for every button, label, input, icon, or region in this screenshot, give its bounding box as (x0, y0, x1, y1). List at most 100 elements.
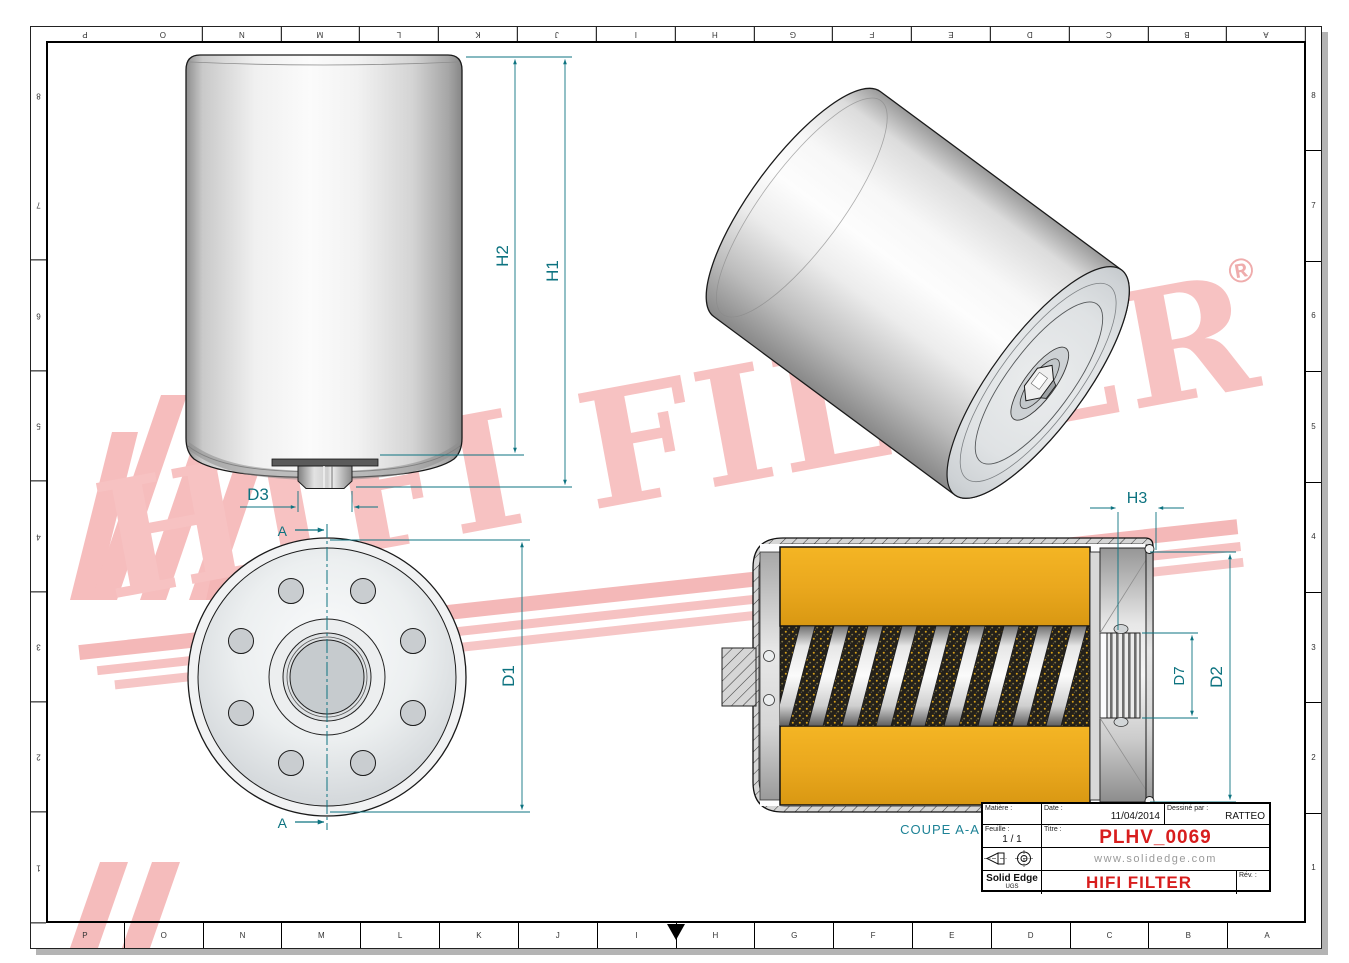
cell-website: www.solidedge.com (1042, 848, 1269, 871)
grid-ref-cell: 3 (1306, 591, 1321, 702)
cell-matiere: Matière : (983, 804, 1042, 825)
website-text: www.solidedge.com (1094, 853, 1217, 865)
front-view-dimensions (240, 56, 572, 512)
cell-rev: Rév. : (1237, 871, 1269, 894)
grid-ref-cell: C (1069, 923, 1149, 948)
feuille-label: Feuille : (985, 826, 1010, 833)
grid-ref-cell: L (360, 27, 440, 41)
grid-ref-cell: O (123, 923, 203, 948)
matiere-label: Matière : (985, 805, 1013, 812)
grid-ref-cell: N (202, 27, 282, 41)
grid-ref-cell: 8 (1311, 90, 1316, 100)
cell-date: Date : 11/04/2014 (1042, 804, 1165, 825)
grid-ref-cell: 1 (31, 812, 46, 923)
cell-dessine: Dessiné par : RATTEO (1165, 804, 1269, 825)
dim-label-D7: D7 (1171, 666, 1188, 685)
dim-label-D3: D3 (247, 485, 269, 504)
filter-media-top (779, 546, 1091, 627)
grid-ref-cell: 2 (31, 702, 46, 813)
date-label: Date : (1044, 805, 1063, 812)
section-view (721, 537, 1155, 813)
grid-ref-cell: P (82, 930, 88, 940)
cell-feuille: Feuille : 1 / 1 (983, 825, 1042, 848)
grid-ref-cell: 5 (31, 371, 46, 482)
dim-label-H1: H1 (543, 260, 562, 282)
watermark-registered: ® (1225, 250, 1256, 292)
grid-ref-cell: F (833, 27, 912, 41)
bottom-view-dimensions (295, 524, 530, 830)
grid-ref-cell: 7 (31, 150, 46, 261)
cell-company: HIFI FILTER (1042, 871, 1237, 894)
section-title: COUPE A-A (900, 822, 980, 837)
grid-ref-cell: M (281, 27, 361, 41)
titre-value: PLHV_0069 (1099, 827, 1212, 848)
iso-hex-nut (1023, 364, 1057, 402)
filter-media-bottom (779, 725, 1091, 806)
cell-solid-edge: Solid Edge UGS (983, 871, 1042, 894)
thread-boss-section (1106, 632, 1141, 719)
dessine-label: Dessiné par : (1167, 805, 1209, 812)
grid-ref-cell: M (281, 923, 360, 948)
grid-ref-cell: D (990, 923, 1070, 948)
element-end-plate (759, 551, 781, 801)
bottom-view (187, 537, 467, 817)
grid-ref-cell: 3 (31, 591, 46, 703)
grid-ref-cell: H (675, 923, 755, 948)
cell-titre: Titre : PLHV_0069 (1042, 825, 1269, 848)
grid-ref-cell: B (1148, 27, 1228, 41)
grid-ref-cell: 5 (1306, 371, 1321, 481)
grid-ref-cell: D (990, 27, 1070, 41)
center-mark-triangle (667, 924, 685, 940)
grid-ref-cell: G (754, 27, 834, 41)
dim-label-H3: H3 (1127, 490, 1148, 507)
grid-ref-cell: 4 (31, 481, 46, 592)
grid-ref-cell: K (439, 923, 518, 948)
grid-ref-cell: L (360, 923, 439, 948)
solid-edge-logo: Solid Edge UGS (983, 873, 1041, 891)
grid-ref-cell: J (517, 27, 597, 41)
grid-ref-cell: E (911, 27, 991, 41)
projection-symbol-icon (984, 850, 1033, 867)
grid-ref-cell: G (754, 923, 833, 948)
inlet-nub-section (721, 647, 757, 707)
rev-label: Rév. : (1239, 872, 1257, 879)
dim-label-D2: D2 (1207, 666, 1226, 688)
title-block: Matière : Date : 11/04/2014 Dessiné par … (981, 802, 1271, 894)
grid-ref-cell: C (1069, 27, 1149, 41)
grid-ref-cell: K (439, 27, 518, 41)
grid-ref-cell: O (123, 27, 203, 41)
grid-ref-cell: A (1227, 27, 1306, 41)
section-marker-A-bottom: A (278, 815, 288, 831)
iso-view (705, 87, 1130, 499)
bolt-holes (228, 578, 426, 776)
dim-label-H2: H2 (493, 245, 512, 267)
titre-label: Titre : (1044, 826, 1062, 833)
grid-ref-cell: F (833, 923, 912, 948)
grid-ref-cell: 6 (31, 260, 46, 372)
grid-ref-cell: A (1227, 923, 1306, 948)
grid-ref-cell: B (1148, 923, 1227, 948)
company-name: HIFI FILTER (1085, 873, 1193, 892)
can-seam (271, 458, 379, 467)
date-value: 11/04/2014 (1110, 811, 1160, 822)
feuille-value: 1 / 1 (1002, 834, 1022, 845)
grid-ref-cell: 1 (1306, 812, 1321, 923)
grid-ref-cell: P (82, 30, 88, 39)
app-name: Solid Edge (986, 873, 1038, 884)
grid-ref-cell: H (675, 27, 755, 41)
grid-ref-cell: 4 (1306, 481, 1321, 592)
filter-can-body (185, 54, 463, 479)
grid-ref-cell: 7 (1306, 150, 1321, 260)
front-view (185, 54, 463, 489)
spiral-tube-bars (780, 626, 1088, 726)
app-vendor: UGS (1005, 884, 1019, 890)
thread-nipple (297, 465, 353, 489)
grid-ref-cell: 6 (1306, 260, 1321, 371)
grid-ref-cell: 2 (1306, 702, 1321, 812)
